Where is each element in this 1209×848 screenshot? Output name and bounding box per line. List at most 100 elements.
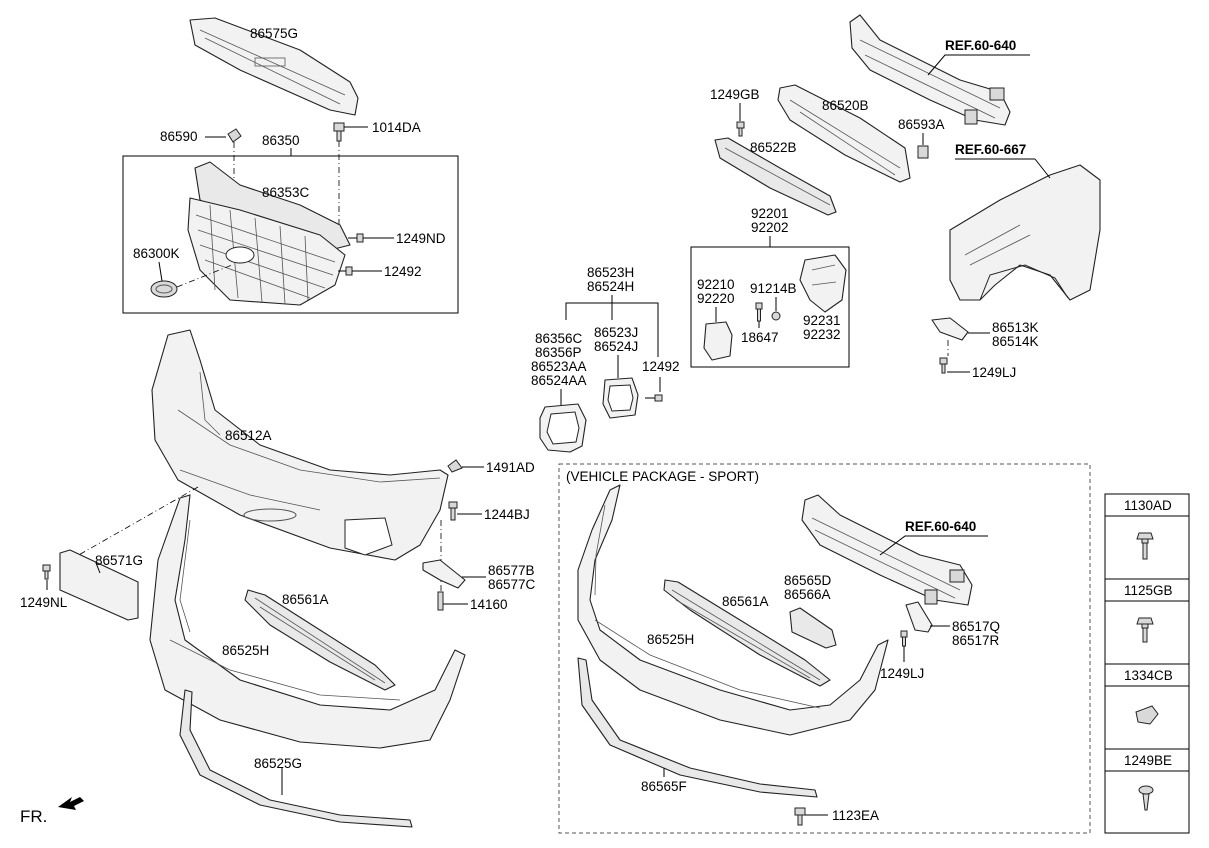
grille-86350-shape	[187, 197, 346, 306]
label-86523aa: 86523AA	[531, 359, 587, 374]
label-92201: 92201	[751, 206, 789, 221]
label-12492-grille: 12492	[384, 264, 422, 279]
legend-1249be: 1249BE	[1124, 753, 1172, 768]
nut-1334cb-icon	[1135, 705, 1159, 725]
label-86525g: 86525G	[254, 756, 302, 771]
label-12492-bezel: 12492	[642, 359, 680, 374]
sport-mesh-86561a-shape	[663, 579, 831, 687]
label-92220: 92220	[697, 291, 735, 306]
label-1249lj-top: 1249LJ	[972, 365, 1016, 380]
reinforcement-beam-top-shape	[849, 14, 1011, 126]
label-86571g: 86571G	[95, 553, 143, 568]
sport-package-title: (VEHICLE PACKAGE - SPORT)	[566, 469, 759, 484]
label-86514k: 86514K	[992, 334, 1039, 349]
clip-91214b-icon	[771, 311, 781, 321]
label-1249nd: 1249ND	[396, 231, 446, 246]
part-86575g-shape	[189, 17, 359, 116]
direction-label: FR.	[20, 807, 47, 826]
label-86517r: 86517R	[952, 633, 1000, 648]
label-86565d: 86565D	[784, 573, 832, 588]
label-86523j: 86523J	[594, 325, 638, 340]
label-1249lj-sport: 1249LJ	[880, 666, 924, 681]
label-86513k: 86513K	[992, 320, 1039, 335]
lower-bumper-86525h-shape	[149, 494, 466, 749]
bumper-86512a-shape	[151, 329, 449, 561]
label-86577b: 86577B	[488, 563, 535, 578]
label-92210: 92210	[697, 277, 735, 292]
screw-18647-icon	[755, 302, 763, 322]
label-86523h: 86523H	[587, 265, 634, 280]
clip-86590-icon	[227, 128, 242, 185]
label-86593a: 86593A	[898, 117, 945, 132]
label-92202: 92202	[751, 220, 789, 235]
screw-1249gb-icon	[736, 121, 745, 137]
forward-arrow-icon	[58, 797, 84, 810]
label-86300k: 86300K	[133, 246, 180, 261]
mesh-86561a-shape	[244, 589, 396, 691]
bolt-1125gb-icon	[1136, 617, 1154, 643]
sport-trim-86565d-shape	[789, 607, 837, 649]
label-86565f: 86565F	[641, 779, 687, 794]
label-92231: 92231	[803, 313, 841, 328]
label-86356c: 86356C	[535, 331, 583, 346]
clip-86593a-icon	[917, 145, 929, 159]
bracket-92231-shape	[799, 254, 847, 313]
bezel-86523j-shape	[602, 377, 639, 419]
ref-60-640-sport: REF.60-640	[905, 519, 976, 534]
sport-bumper-86525h-shape	[577, 484, 889, 736]
label-86561a: 86561A	[282, 592, 329, 607]
label-92232: 92232	[803, 327, 841, 342]
ref-60-667-fender: REF.60-667	[955, 142, 1026, 157]
hardware-legend: 1130AD 1125GB 1334CB 1249BE	[1104, 493, 1190, 834]
screw-1249nl-icon	[42, 564, 51, 580]
label-86590: 86590	[160, 129, 198, 144]
label-86520b: 86520B	[822, 98, 869, 113]
bezel-86523aa-shape	[539, 403, 587, 453]
foglamp-92210-shape	[703, 321, 733, 361]
screw-1249lj-sport-icon	[900, 630, 908, 647]
sport-lip-86565f-shape	[577, 657, 818, 798]
label-86577c: 86577C	[488, 577, 536, 592]
label-1491ad: 1491AD	[486, 460, 535, 475]
plate-86571g-shape	[59, 549, 139, 621]
label-86512a: 86512A	[225, 428, 272, 443]
screw-1249be-icon	[1138, 785, 1154, 811]
foglamp-assembly-box	[690, 246, 850, 368]
bracket-86513k-shape	[931, 317, 969, 341]
label-1249gb: 1249GB	[710, 87, 760, 102]
sport-package-box	[558, 463, 1091, 834]
label-86524j: 86524J	[594, 339, 638, 354]
screw-12492-bezel-icon	[645, 394, 663, 402]
ref-60-640-top: REF.60-640	[945, 38, 1016, 53]
label-86566a: 86566A	[784, 587, 831, 602]
label-86522b: 86522B	[750, 140, 797, 155]
clip-1491ad-icon	[447, 459, 463, 473]
legend-1125gb: 1125GB	[1124, 583, 1173, 598]
screw-1123ea-icon	[794, 807, 806, 826]
bracket-86577b-shape	[422, 559, 466, 589]
label-86525h-sport: 86525H	[647, 632, 694, 647]
label-86353c: 86353C	[262, 185, 310, 200]
emblem-86300k-icon	[150, 264, 233, 298]
label-1014da: 1014DA	[372, 120, 421, 135]
label-18647: 18647	[741, 330, 779, 345]
label-86350: 86350	[262, 133, 300, 148]
label-1249nl: 1249NL	[20, 595, 68, 610]
label-86356p: 86356P	[535, 345, 582, 360]
label-86561a-sport: 86561A	[722, 594, 769, 609]
pin-14160-icon	[437, 591, 444, 611]
label-86517q: 86517Q	[952, 619, 1000, 634]
label-86524h: 86524H	[587, 279, 634, 294]
label-86575g: 86575G	[250, 26, 298, 41]
label-86525h: 86525H	[222, 643, 269, 658]
screw-1249nd-icon	[348, 233, 364, 243]
bolt-1130ad-icon	[1136, 532, 1154, 560]
label-1244bj: 1244BJ	[484, 507, 530, 522]
legend-1334cb: 1334CB	[1124, 668, 1173, 683]
absorber-86520b-shape	[777, 84, 911, 183]
label-86524aa: 86524AA	[531, 373, 587, 388]
lip-86525g-shape	[179, 689, 413, 828]
legend-1130ad: 1130AD	[1124, 498, 1172, 513]
label-14160: 14160	[470, 597, 508, 612]
